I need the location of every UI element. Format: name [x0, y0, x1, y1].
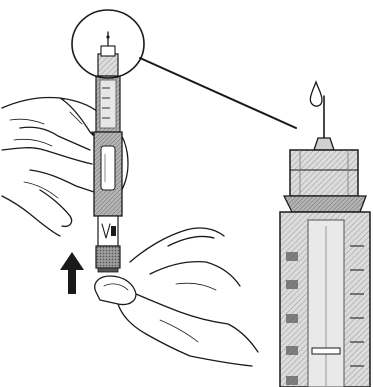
drop-icon	[310, 82, 322, 106]
insulin-pen	[94, 32, 122, 272]
up-arrow-icon	[60, 252, 84, 294]
